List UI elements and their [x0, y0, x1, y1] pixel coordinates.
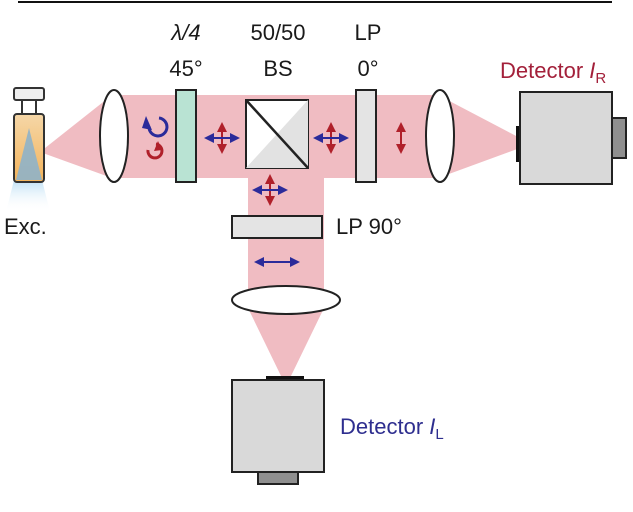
bs-label-line2: BS: [263, 56, 292, 81]
lens-detector-l: [231, 285, 341, 315]
quarter-wave-plate: [175, 89, 197, 183]
detector-l-label-italic: I: [429, 414, 435, 439]
excitation-glow: [6, 180, 50, 212]
qwp-label-line2: 45°: [169, 56, 202, 81]
lp0-label-line2: 0°: [357, 56, 378, 81]
lp0-label-line1: LP: [355, 20, 382, 45]
detector-l-label-text: Detector: [340, 414, 429, 439]
lens-detector-r: [425, 89, 455, 183]
detector-r-label: Detector IR: [500, 58, 606, 87]
detector-r-label-sub: R: [595, 70, 606, 87]
rotate-ccw-icon: [142, 116, 169, 138]
detector-r-label-italic: I: [589, 58, 595, 83]
detector-l-label: Detector IL: [340, 414, 444, 443]
linear-polarizer-90: [231, 215, 323, 239]
detector-r: [516, 91, 627, 185]
beam-detector-r-cone: [438, 95, 520, 178]
linear-polarizer-0: [355, 89, 377, 183]
beam-sample-cone: [40, 95, 112, 178]
detector-l-label-sub: L: [435, 426, 443, 443]
excitation-label: Exc.: [4, 214, 47, 239]
cuvette-icon: [13, 87, 45, 183]
bs-label-line1: 50/50: [250, 20, 305, 45]
lp90-label: LP 90°: [336, 214, 402, 239]
polarization-arrows: [204, 122, 406, 267]
detector-r-label-text: Detector: [500, 58, 589, 83]
detector-l: [231, 376, 325, 485]
rotate-cw-icon: [146, 141, 164, 160]
beam-detector-l-cone: [248, 308, 324, 378]
beamsplitter-cube: [245, 99, 309, 169]
lens-sample: [99, 89, 129, 183]
qwp-label-line1: λ/4: [170, 20, 200, 45]
